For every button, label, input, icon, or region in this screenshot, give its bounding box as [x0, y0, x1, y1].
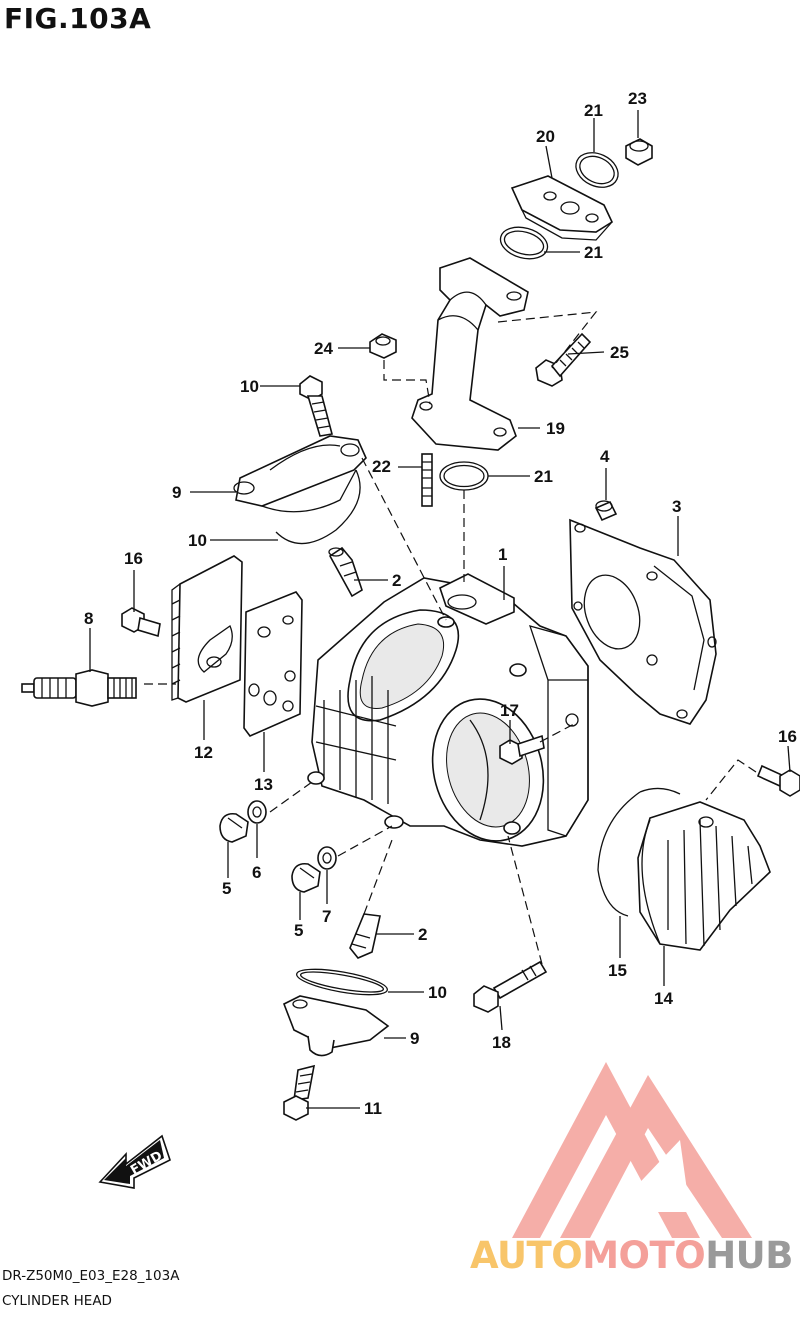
- callout-6: 6: [252, 863, 261, 882]
- part-2-valve-lower: [349, 913, 381, 959]
- part-9-cover-lower: [282, 995, 390, 1057]
- part-21-o-ring-lower: [499, 226, 549, 260]
- callout-5-right: 5: [294, 921, 303, 940]
- callout-2-lower: 2: [418, 925, 427, 944]
- watermark-hub: HUB: [705, 1234, 793, 1277]
- callout-12: 12: [194, 743, 213, 762]
- callout-25: 25: [610, 343, 629, 362]
- callout-22: 21: [534, 467, 553, 486]
- figure-title: FIG.103A: [4, 2, 152, 35]
- callout-15: 15: [608, 961, 627, 980]
- part-21-o-ring-upper: [575, 152, 619, 188]
- part-7-washer: [317, 846, 337, 870]
- part-25-bolt: [535, 332, 592, 387]
- callout-9-lower: 9: [410, 1029, 419, 1048]
- callout-labels: 21 23 20 21 19 24 25 10 22 21 9 10 2 16 …: [84, 89, 797, 1118]
- callout-1: 1: [498, 545, 507, 564]
- part-22-o-ring: [439, 461, 489, 491]
- part-3-head-gasket: [569, 518, 717, 725]
- part-5-cap-nut-left: [219, 812, 249, 843]
- part-9-cover-upper: [233, 435, 367, 513]
- part-13-gasket: [243, 591, 303, 737]
- callout-18: 18: [492, 1033, 511, 1052]
- callout-4: 4: [600, 447, 610, 466]
- part-1-cylinder-head: [307, 573, 589, 847]
- callout-21-lower: 21: [584, 243, 603, 262]
- callout-5-left: 5: [222, 879, 231, 898]
- callout-23: 22: [372, 457, 391, 476]
- callout-10-upper: 10: [188, 531, 207, 550]
- part-14-side-cover: [637, 801, 771, 951]
- part-16-bolt-right: [756, 764, 800, 797]
- callout-2-upper: 2: [392, 571, 401, 590]
- part-20-insulator-flange: [510, 175, 614, 241]
- callout-11-upper: 10: [240, 377, 259, 396]
- watermark-logo-icon: [512, 1062, 752, 1238]
- callout-3: 3: [672, 497, 681, 516]
- part-15-gasket-right: [597, 787, 681, 917]
- callout-10-lower: 10: [428, 983, 447, 1002]
- callout-21-top: 21: [584, 101, 603, 120]
- watermark-moto: MOTO: [582, 1234, 706, 1277]
- part-6-washer: [247, 800, 267, 824]
- leader-lines: [89, 110, 791, 1109]
- callout-24-top: 23: [628, 89, 647, 108]
- callout-8: 8: [84, 609, 93, 628]
- figure-code: DR-Z50M0_E03_E28_103A: [2, 1268, 180, 1284]
- part-16-bolt-left: [121, 607, 161, 638]
- watermark-auto: AUTO: [470, 1234, 583, 1277]
- figure-caption: CYLINDER HEAD: [2, 1293, 112, 1309]
- callout-19: 19: [546, 419, 565, 438]
- part-4-dowel: [594, 500, 618, 522]
- callout-7: 7: [322, 907, 331, 926]
- callout-17: 17: [500, 701, 519, 720]
- part-5-cap-nut-right: [291, 862, 321, 893]
- part-2-valve-upper: [328, 546, 363, 598]
- fwd-arrow-icon: FWD: [98, 1134, 171, 1189]
- part-19-intake-pipe: [411, 257, 529, 451]
- watermark-text: AUTOMOTOHUB: [470, 1234, 793, 1277]
- callout-16-right: 16: [778, 727, 797, 746]
- part-11-bolt-upper: [299, 375, 333, 437]
- callout-11-lower: 11: [364, 1099, 382, 1118]
- part-10-o-ring-lower: [296, 968, 388, 996]
- alignment-lines: [144, 311, 757, 965]
- part-23-stud: [421, 453, 433, 507]
- part-18-long-bolt: [473, 960, 548, 1013]
- part-11-bolt-lower: [283, 1064, 316, 1121]
- callout-24-middle: 24: [314, 339, 333, 358]
- callout-13: 13: [254, 775, 273, 794]
- callout-20: 20: [536, 127, 555, 146]
- part-8-spark-plug: [21, 669, 137, 707]
- callout-14: 14: [654, 989, 673, 1008]
- callout-9-upper: 9: [172, 483, 181, 502]
- part-10-o-ring-upper: [275, 469, 361, 545]
- part-24-nut-upper: [625, 138, 653, 166]
- part-24-nut-middle: [369, 333, 397, 359]
- callout-16-left: 16: [124, 549, 143, 568]
- part-17-bolt: [499, 734, 545, 765]
- part-12-side-plate: [171, 555, 243, 703]
